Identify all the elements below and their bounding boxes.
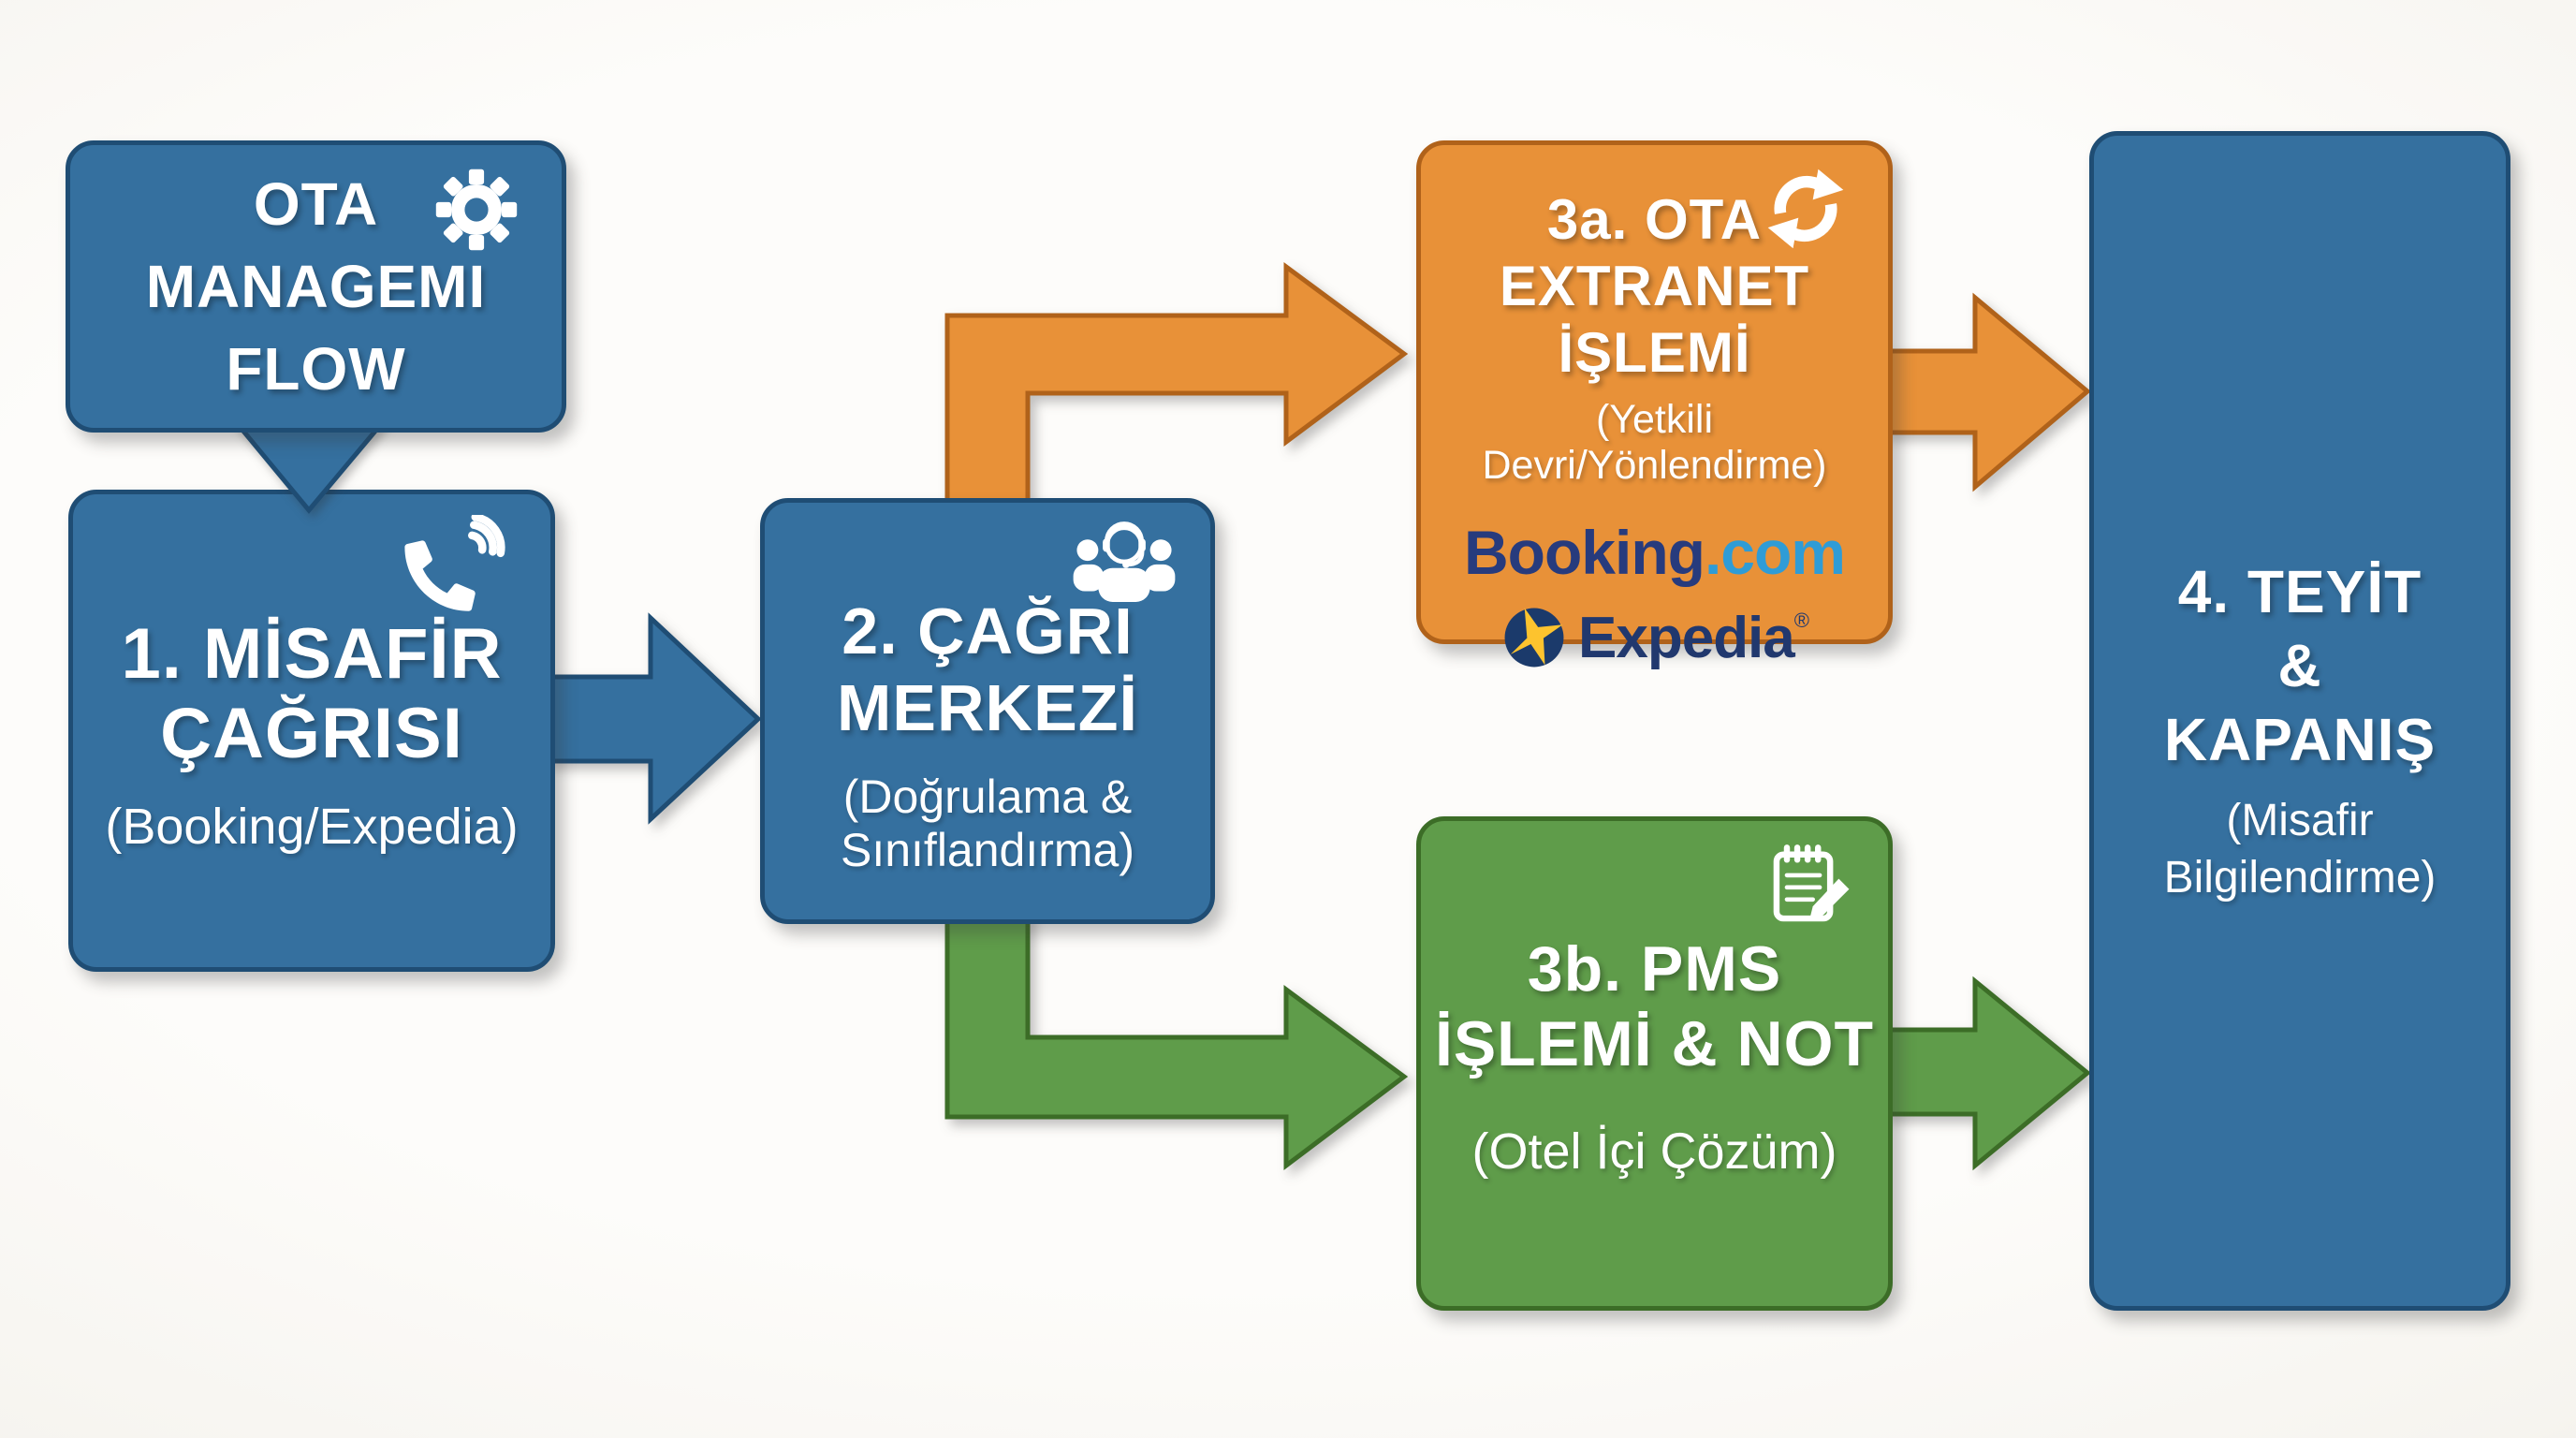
step4-subtitle-line2: Bilgilendirme) [2163,852,2437,902]
step2-title-line2: MERKEZİ [837,671,1138,744]
expedia-globe-icon [1504,608,1564,668]
title-bubble: OTA MANAGEMI FLOW [66,140,566,433]
bubble-title-line2: MANAGEMI [145,253,487,320]
step1-subtitle: (Booking/Expedia) [105,799,519,855]
step3b-node: 3b. PMS İŞLEMİ & NOT (Otel İçi Çözüm) [1416,816,1893,1311]
step4-title-line2: & [2277,631,2322,699]
bubble-title-line3: FLOW [226,335,406,403]
step1-title-line1: 1. MİSAFİR [121,614,503,694]
step4-subtitle-line1: (Misafir [2226,795,2374,845]
step3a-title-line1: 3a. OTA [1546,188,1763,251]
elbow-arrow-step2-to-step3a [944,262,1409,513]
elbow-arrow-step2-to-step3b [944,910,1409,1171]
step3a-title-line2: EXTRANET [1499,255,1810,317]
step3b-subtitle: (Otel İçi Çözüm) [1471,1123,1837,1180]
step2-subtitle-line1: (Doğrulama & [842,770,1133,823]
gear-icon [435,169,518,251]
expedia-logo-mark: ® [1793,609,1809,632]
expedia-logo-word: Expedia [1578,605,1795,670]
booking-logo: Booking.com [1463,517,1846,588]
step2-node: 2. ÇAĞRI MERKEZİ (Doğrulama & Sınıflandı… [760,498,1215,924]
step4-node: 4. TEYİT & KAPANIŞ (Misafir Bilgilendirm… [2089,131,2510,1311]
arrow-step3a-to-step4 [1883,292,2091,492]
notepad-icon [1773,844,1850,922]
bubble-title-line1: OTA [253,170,379,238]
step4-text-block: 4. TEYİT & KAPANIŞ (Misafir Bilgilendirm… [2164,555,2437,906]
phone-icon [404,515,505,611]
booking-logo-word: Booking [1463,518,1705,587]
step4-title-line3: KAPANIŞ [2163,705,2437,773]
arrow-step3b-to-step4 [1883,976,2091,1171]
step3a-node: 3a. OTA EXTRANET İŞLEMİ (Yetkili Devri/Y… [1416,140,1893,670]
arrow-step1-to-step2 [545,612,762,825]
step3a-subtitle: (Yetkili Devri/Yönlendirme) [1482,397,1827,488]
step3b-title-line2: İŞLEMİ & NOT [1434,1008,1875,1079]
step1-title-line2: ÇAĞRISI [160,694,463,773]
booking-logo-com: .com [1704,518,1846,587]
step2-subtitle-line2: Sınıflandırma) [840,824,1134,876]
expedia-logo: Expedia ® [1500,603,1809,672]
sync-icon [1767,169,1844,249]
step2-title-line1: 2. ÇAĞRI [842,594,1134,668]
step3b-title-line1: 3b. PMS [1527,933,1782,1005]
call-center-icon [1073,521,1176,602]
step4-title-line1: 4. TEYİT [2177,557,2422,625]
step3a-title-line3: İŞLEMİ [1558,321,1751,384]
